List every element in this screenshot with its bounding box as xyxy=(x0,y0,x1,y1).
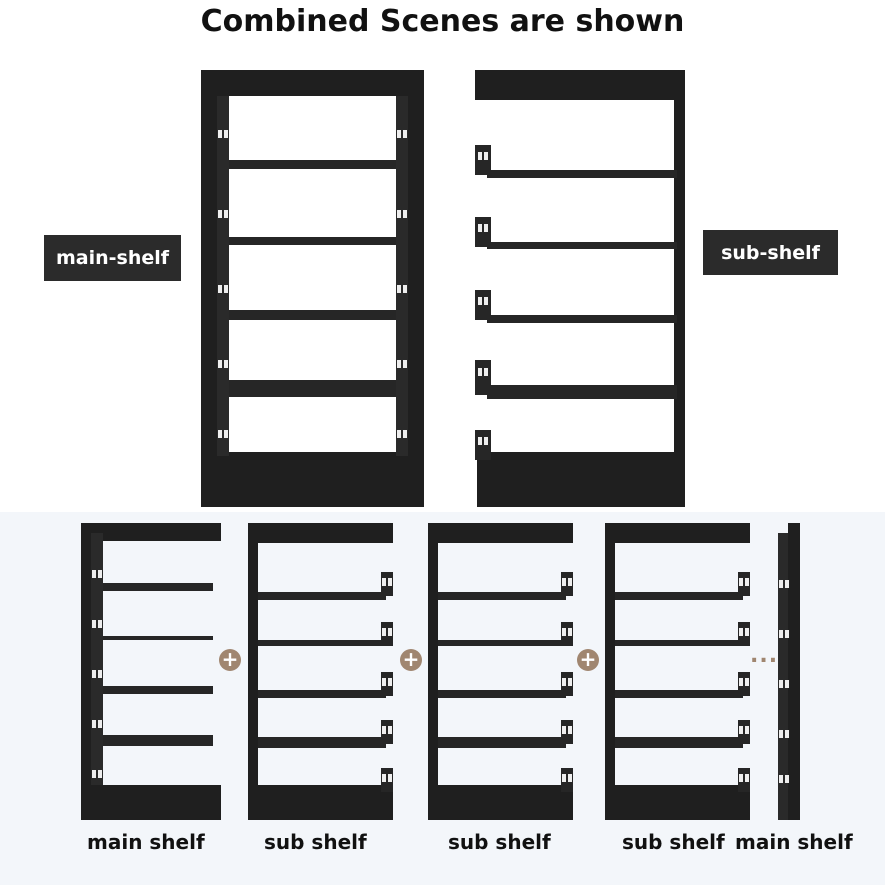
caption-main-shelf-1: main shelf xyxy=(87,830,205,854)
caption-sub-shelf-3: sub shelf xyxy=(622,830,725,854)
main-shelf-small-2 xyxy=(778,523,800,820)
lower-background xyxy=(0,512,885,885)
plus-icon: + xyxy=(400,649,422,671)
sub-shelf-tag: sub-shelf xyxy=(703,230,838,275)
main-shelf-small-1 xyxy=(81,523,221,820)
sub-shelf-small-3 xyxy=(605,523,750,820)
page-title: Combined Scenes are shown xyxy=(200,4,685,39)
sub-shelf-large xyxy=(475,70,685,507)
sub-shelf-small-2 xyxy=(428,523,573,820)
main-shelf-tag: main-shelf xyxy=(44,235,181,281)
caption-sub-shelf-1: sub shelf xyxy=(264,830,367,854)
plus-icon: + xyxy=(219,649,241,671)
ellipsis-icon: ... xyxy=(750,643,779,668)
plus-icon: + xyxy=(577,649,599,671)
caption-sub-shelf-2: sub shelf xyxy=(448,830,551,854)
sub-shelf-small-1 xyxy=(248,523,393,820)
caption-main-shelf-2: main shelf xyxy=(735,830,853,854)
main-shelf-large xyxy=(201,70,424,507)
